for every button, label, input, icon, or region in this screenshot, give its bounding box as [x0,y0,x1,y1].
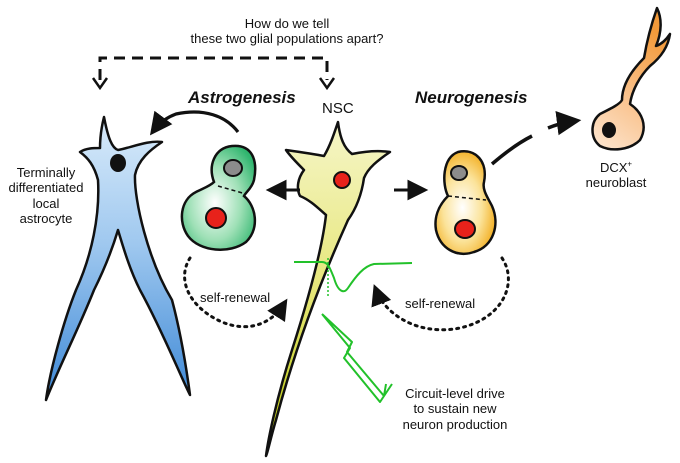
neuroblast-label-sup: + [627,159,633,169]
astrocyte-label: Terminally differentiated local astrocyt… [0,165,92,226]
neuro-grey-nucleus [450,165,468,181]
neuro-division-line [447,195,487,201]
astrocyte-label-3: local [32,195,60,211]
astrocyte-nucleus [110,154,126,172]
neuroblast-label: DCX+ neuroblast [584,160,648,191]
neuroblast-cell [591,6,672,151]
question-line-2: these two glial populations apart? [190,31,384,47]
dotted-self-renewal-arrow-right [371,256,510,332]
question-line-1: How do we tell [244,16,330,31]
neuro-red-nucleus [454,219,476,239]
self-renewal-right-label: self-renewal [405,296,476,311]
arrow-to-neuroblast [490,134,533,166]
bracket-left-arrowhead [91,77,109,91]
nsc-nucleus [333,171,351,189]
dotted-self-renewal-arrow-left [183,256,288,329]
circuit-label: Circuit-level drive to sustain new neuro… [385,386,525,432]
neuroblast-label-main: DCX [599,160,628,175]
trace-icon [294,261,413,293]
nsc-label: NSC [322,100,354,117]
neuroblast-label-sub: neuroblast [585,175,647,191]
astro-grey-nucleus [223,159,243,177]
dashed-bracket-arrow [98,56,329,80]
astrogenesis-heading: Astrogenesis [188,88,296,107]
astro-progenitor-cell [180,144,257,251]
neurogenesis-heading: Neurogenesis [415,88,528,107]
astrocyte-label-1: Terminally [16,165,76,180]
lightning-bolt-icon [321,313,393,403]
question-text: How do we tell these two glial populatio… [172,16,402,47]
arrow-to-neuroblast-head [547,110,582,136]
astrocyte-cell [44,115,192,402]
curved-arrow-to-astrocyte [149,110,240,136]
neuroblast-nucleus [602,122,616,138]
astrocyte-label-2: differentiated [8,180,84,196]
astro-division-line [217,185,247,195]
circuit-label-1: Circuit-level drive [405,386,505,401]
circuit-label-2: to sustain new [413,401,497,417]
astro-red-nucleus [205,207,227,229]
nsc-cell [264,120,392,458]
bracket-right-arrowhead [318,77,336,91]
astrocyte-label-4: astrocyte [19,210,73,226]
circuit-label-3: neuron production [402,416,508,432]
self-renewal-left-label: self-renewal [200,290,271,305]
